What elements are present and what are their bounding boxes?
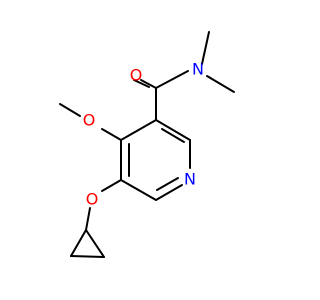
atom-labels: O N O N O [83, 60, 204, 209]
atom-amide-nitrogen: N [192, 60, 204, 79]
bond-oether-cyclopropyl [85, 207, 91, 231]
bond-c4-omethoxy [101, 128, 122, 141]
bond-carbonyl-n [155, 70, 189, 89]
bonds [59, 31, 235, 258]
bond-cyclopropyl-1 [70, 229, 87, 257]
atom-ring-nitrogen: N [184, 170, 196, 189]
bond-c3-c2 [155, 119, 191, 141]
bond-carbonyl-double-1 [133, 79, 150, 88]
structure-diagram: O N O N O [59, 31, 235, 258]
bond-carbonyl-double-2 [140, 79, 157, 89]
atom-ether-oxygen: O [86, 190, 99, 209]
atom-methoxy-oxygen: O [83, 111, 96, 130]
atom-carbonyl-oxygen: O [130, 66, 143, 85]
bond-n-methyl-right [206, 75, 235, 93]
bond-n1-c6 [155, 184, 183, 201]
bond-n-methyl-up [201, 31, 210, 65]
bond-n1-c6-inner [156, 177, 179, 191]
bond-c5-oether [101, 179, 122, 192]
bond-cyclopropyl-2 [70, 255, 105, 258]
bond-c4-c3 [120, 119, 157, 141]
bond-c6-c5 [120, 179, 157, 201]
bond-omethoxy-methyl [59, 103, 81, 117]
bond-cyclopropyl-3 [85, 229, 105, 258]
bond-c3-c2-inner [161, 128, 185, 143]
